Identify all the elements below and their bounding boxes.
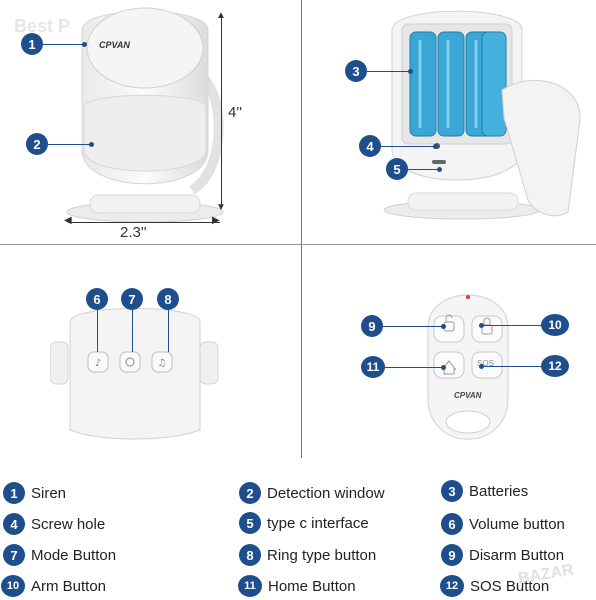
callout-11-badge: 11 [361,356,385,378]
legend-label: Home Button [268,577,356,595]
callout-3-dot [408,69,413,74]
callout-3-leader [367,71,409,72]
callout-12-badge: 12 [541,355,569,377]
svg-text:♫: ♫ [158,358,167,369]
legend-label: SOS Button [470,577,550,595]
legend-badge: 2 [239,482,261,504]
legend-label: Arm Button [31,577,107,595]
width-arrow-left: ◀ [64,215,72,226]
height-arrow-bottom: ▼ [216,202,226,213]
legend-item-6: 6 Volume button [441,513,565,535]
callout-7-leader [132,310,133,352]
legend-label: Disarm Button [469,546,565,564]
legend-label: Detection window [267,484,385,502]
width-arrow-right: ▶ [212,215,220,226]
callout-11-dot [441,365,446,370]
legend-item-7: 7 Mode Button [3,544,116,566]
callout-8-badge: 8 [157,288,179,310]
legend-label: Batteries [469,482,529,500]
legend-label: Siren [31,484,67,502]
legend-badge: 8 [239,544,261,566]
height-dimension-label: 4'' [228,104,243,121]
legend-item-1: 1 Siren [3,482,66,504]
legend-badge: 4 [3,513,25,535]
legend-item-8: 8 Ring type button [239,544,376,566]
remote-keyfob-illustration [427,294,509,440]
callout-7-badge: 7 [121,288,143,310]
callout-9-badge: 9 [361,315,383,337]
watermark-top: Best P [14,16,71,36]
callout-1-leader [43,44,83,45]
motion-sensor-rear-illustration: ♪ ♫ [50,308,219,440]
callout-12-dot [479,364,484,369]
remote-brand-logo: CPVAN [454,391,482,400]
callout-10-dot [479,323,484,328]
legend-label: Screw hole [31,515,106,533]
callout-2-dot [89,142,94,147]
callout-4-dot [433,144,438,149]
width-dimension-label: 2.3'' [120,224,147,241]
legend-item-5: 5 type c interface [239,512,369,534]
legend-badge: 9 [441,544,463,566]
callout-8-leader [168,310,169,352]
legend-item-3: 3 Batteries [441,480,528,502]
legend-item-10: 10 Arm Button [1,575,106,597]
callout-5-dot [437,167,442,172]
legend-item-4: 4 Screw hole [3,513,105,535]
callout-6-badge: 6 [86,288,108,310]
height-arrow-top: ▲ [216,10,226,21]
battery-compartment-illustration [383,10,581,220]
legend-label: Volume button [469,515,565,533]
svg-text:♪: ♪ [95,358,101,369]
motion-sensor-front-illustration [66,7,224,223]
brand-logo: CPVAN [99,40,130,50]
height-dimension-line [221,14,222,208]
quadrant-divider-vertical [301,0,302,458]
callout-10-leader [482,325,541,326]
callout-4-leader [381,146,434,147]
legend-label: Ring type button [267,546,377,564]
width-dimension-line [68,222,220,223]
legend-badge: 3 [441,480,463,502]
callout-3-badge: 3 [345,60,367,82]
quadrant-divider-horizontal [0,244,596,245]
legend-item-12: 12 SOS Button [440,575,549,597]
legend-badge: 11 [238,575,262,597]
callout-5-leader [408,169,438,170]
legend-badge: 6 [441,513,463,535]
legend-item-2: 2 Detection window [239,482,385,504]
callout-12-leader [482,366,541,367]
callout-10-badge: 10 [541,314,569,336]
callout-9-dot [441,324,446,329]
legend-badge: 10 [1,575,25,597]
callout-1-badge: 1 [21,33,43,55]
remote-sos-label: SOS [477,359,494,368]
legend-label: type c interface [267,514,369,532]
legend-item-11: 11 Home Button [238,575,356,597]
legend-item-9: 9 Disarm Button [441,544,564,566]
callout-2-badge: 2 [26,133,48,155]
callout-6-leader [97,310,98,352]
legend-label: Mode Button [31,546,117,564]
callout-11-leader [385,367,443,368]
callout-9-leader [383,326,443,327]
legend-badge: 5 [239,512,261,534]
callout-1-dot [82,42,87,47]
legend-badge: 12 [440,575,464,597]
callout-5-badge: 5 [386,158,408,180]
legend-badge: 7 [3,544,25,566]
callout-4-badge: 4 [359,135,381,157]
callout-2-leader [48,144,90,145]
legend-badge: 1 [3,482,25,504]
